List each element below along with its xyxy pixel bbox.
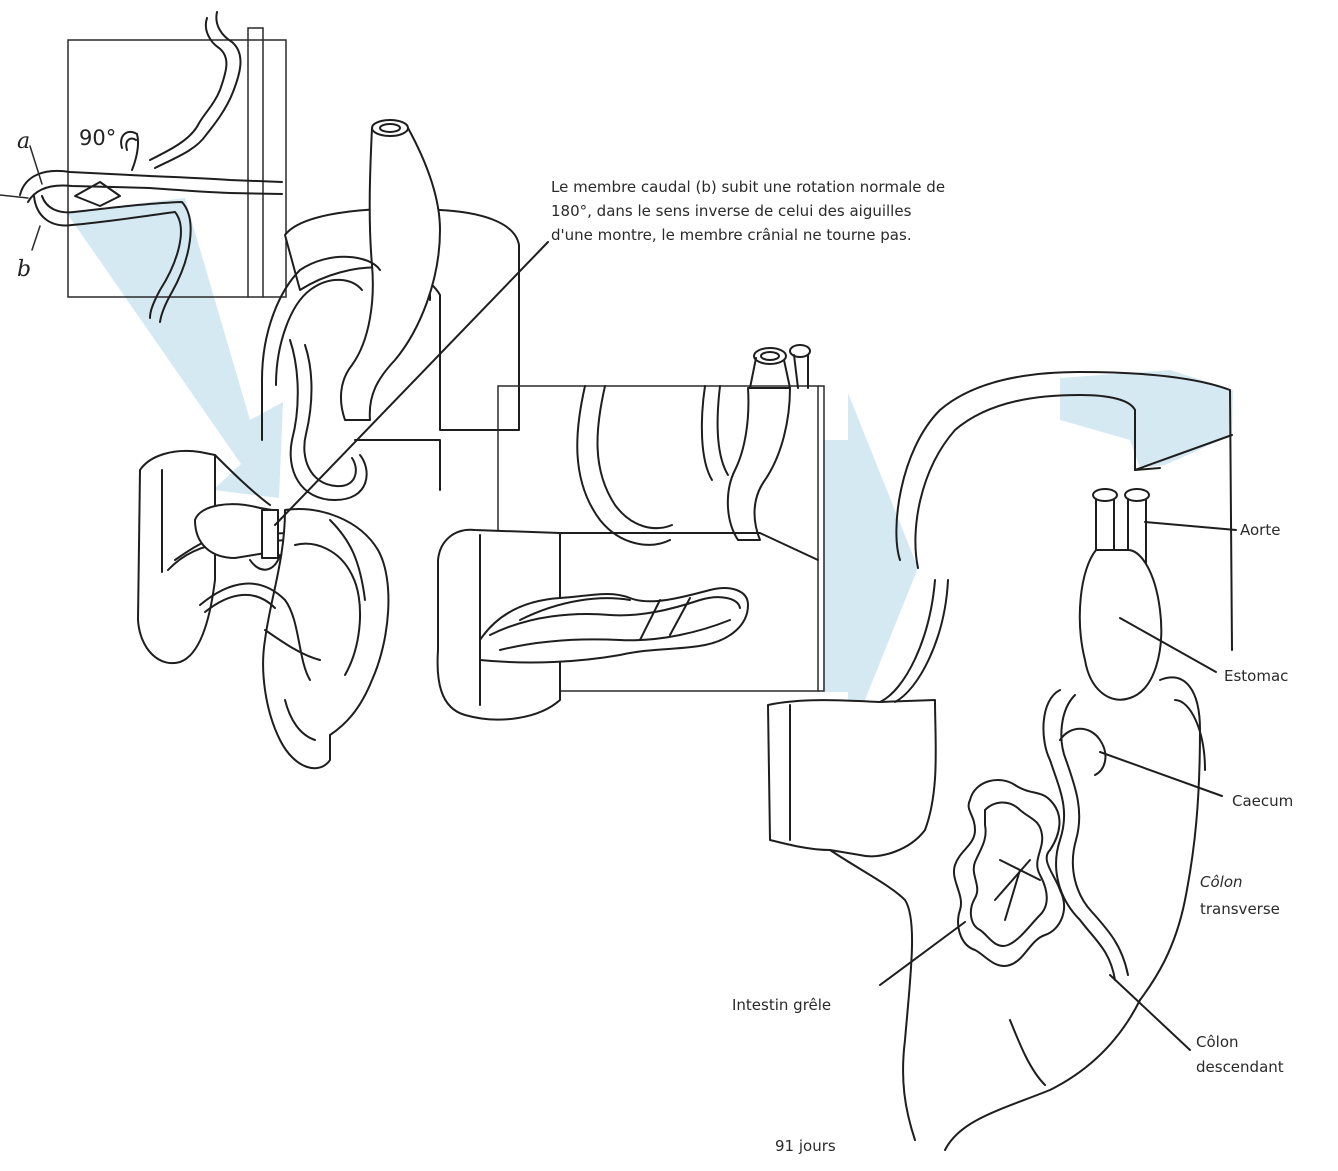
blue-arrow-right [823, 393, 918, 742]
label-colon-transverse-1: Côlon [1200, 870, 1243, 894]
blue-shade-top-right [1060, 370, 1233, 468]
label-a: a [17, 124, 30, 159]
label-colon-descendant-2: descendant [1196, 1055, 1284, 1079]
label-colon-transverse-2: transverse [1200, 897, 1280, 921]
caption-text: Le membre caudal (b) subit une rotation … [551, 175, 951, 247]
aorte-pointer-line [1145, 522, 1236, 530]
intestin-pointer-line [880, 922, 965, 985]
label-angle: 90° [79, 122, 116, 156]
label-caecum: Caecum [1232, 789, 1293, 813]
label-aorte: Aorte [1240, 518, 1280, 542]
label-b: b [17, 252, 31, 287]
label-colon-descendant-1: Côlon [1196, 1030, 1239, 1054]
label-age: 91 jours [775, 1134, 836, 1158]
label-intestin-grele: Intestin grêle [732, 993, 831, 1017]
label-estomac: Estomac [1224, 664, 1288, 688]
